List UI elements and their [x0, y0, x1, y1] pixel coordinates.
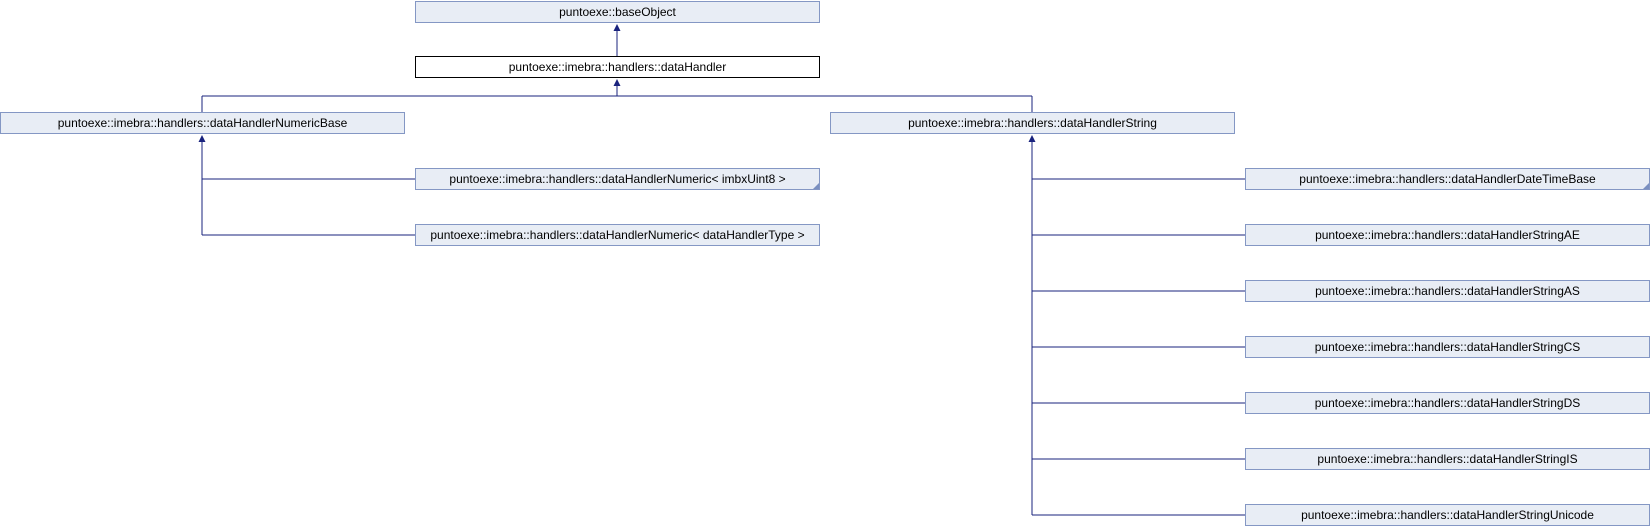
- node-data-handler-numeric-imbxuint8[interactable]: puntoexe::imebra::handlers::dataHandlerN…: [415, 168, 820, 190]
- node-data-handler-string[interactable]: puntoexe::imebra::handlers::dataHandlerS…: [830, 112, 1235, 134]
- arrowhead-base-object: [613, 24, 621, 31]
- node-label: puntoexe::imebra::handlers::dataHandlerS…: [1315, 228, 1580, 242]
- node-label: puntoexe::imebra::handlers::dataHandlerN…: [449, 172, 786, 186]
- node-base-object[interactable]: puntoexe::baseObject: [415, 1, 820, 23]
- node-label: puntoexe::imebra::handlers::dataHandlerS…: [908, 116, 1157, 130]
- node-label: puntoexe::imebra::handlers::dataHandlerN…: [430, 228, 805, 242]
- node-data-handler-string-unicode[interactable]: puntoexe::imebra::handlers::dataHandlerS…: [1245, 504, 1650, 526]
- node-label: puntoexe::imebra::handlers::dataHandler: [508, 60, 727, 74]
- template-fold-icon: [813, 183, 819, 189]
- node-data-handler-numeric-base[interactable]: puntoexe::imebra::handlers::dataHandlerN…: [0, 112, 405, 134]
- node-label: puntoexe::imebra::handlers::dataHandlerS…: [1314, 396, 1581, 410]
- arrowhead-numeric-base: [198, 135, 206, 142]
- node-label: puntoexe::imebra::handlers::dataHandlerS…: [1317, 452, 1578, 466]
- node-label: puntoexe::baseObject: [559, 5, 676, 19]
- arrowhead-string: [1028, 135, 1036, 142]
- node-data-handler-string-cs[interactable]: puntoexe::imebra::handlers::dataHandlerS…: [1245, 336, 1650, 358]
- node-data-handler: puntoexe::imebra::handlers::dataHandler: [415, 56, 820, 78]
- node-data-handler-date-time-base[interactable]: puntoexe::imebra::handlers::dataHandlerD…: [1245, 168, 1650, 190]
- node-data-handler-numeric-type[interactable]: puntoexe::imebra::handlers::dataHandlerN…: [415, 224, 820, 246]
- node-data-handler-string-as[interactable]: puntoexe::imebra::handlers::dataHandlerS…: [1245, 280, 1650, 302]
- node-label: puntoexe::imebra::handlers::dataHandlerS…: [1314, 340, 1581, 354]
- node-data-handler-string-ae[interactable]: puntoexe::imebra::handlers::dataHandlerS…: [1245, 224, 1650, 246]
- node-data-handler-string-is[interactable]: puntoexe::imebra::handlers::dataHandlerS…: [1245, 448, 1650, 470]
- node-label: puntoexe::imebra::handlers::dataHandlerS…: [1315, 284, 1580, 298]
- node-label: puntoexe::imebra::handlers::dataHandlerN…: [57, 116, 348, 130]
- template-fold-icon: [1643, 183, 1649, 189]
- node-label: puntoexe::imebra::handlers::dataHandlerD…: [1299, 172, 1596, 186]
- node-label: puntoexe::imebra::handlers::dataHandlerS…: [1301, 508, 1594, 522]
- arrowhead-data-handler: [613, 79, 621, 86]
- node-data-handler-string-ds[interactable]: puntoexe::imebra::handlers::dataHandlerS…: [1245, 392, 1650, 414]
